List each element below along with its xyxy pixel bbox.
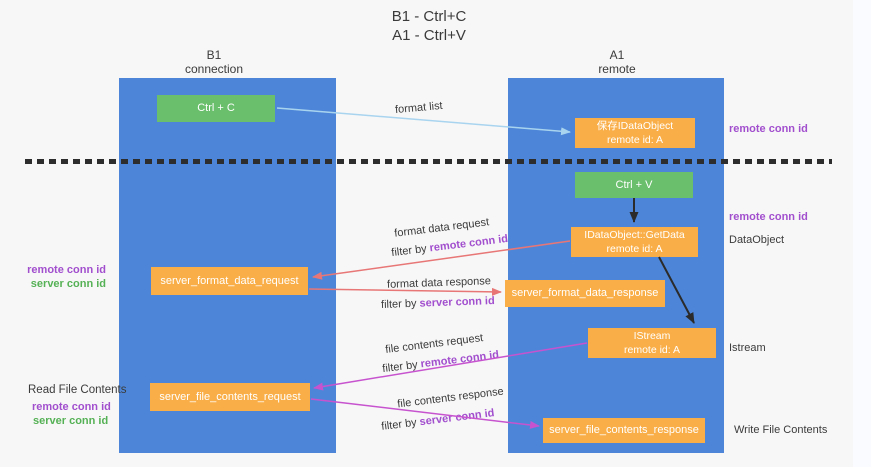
column-b1-name: B1 xyxy=(206,48,222,62)
flow-label-filter-by-server-conn-id-1: filter by server conn id xyxy=(381,295,495,311)
server-conn-id-text: server conn id xyxy=(418,407,496,429)
server-conn-id-text: server conn id xyxy=(419,295,495,310)
server-format-data-response-label: server_format_data_response xyxy=(511,287,659,299)
istream-label: IStream xyxy=(633,330,671,342)
ctrl-v-label: Ctrl + V xyxy=(615,178,653,191)
idataobject-getdata-label: IDataObject::GetData xyxy=(584,229,685,241)
server-format-data-response-box: server_format_data_response xyxy=(505,280,665,307)
remote-conn-id-label-mid-right: remote conn id xyxy=(729,211,808,223)
window-edge-strip xyxy=(853,0,871,467)
idataobject-getdata-box: IDataObject::GetData remote id: A xyxy=(571,227,698,257)
left-conn-id-block: remote conn id server conn id xyxy=(18,263,106,291)
save-idataobject-remote-id: remote id: A xyxy=(606,134,664,146)
ctrl-c-box: Ctrl + C xyxy=(157,95,275,122)
filter-by-text: filter by xyxy=(380,416,418,433)
write-file-contents-label: Write File Contents xyxy=(734,424,828,436)
filter-by-text: filter by xyxy=(390,242,428,260)
remote-conn-id-text: remote conn id xyxy=(428,232,509,255)
remote-conn-id-label-top-right: remote conn id xyxy=(729,123,808,135)
remote-conn-id-label-left-1: remote conn id xyxy=(27,264,106,276)
server-format-data-request-label: server_format_data_request xyxy=(160,274,299,287)
istream-remote-id: remote id: A xyxy=(623,344,681,356)
ctrl-c-label: Ctrl + C xyxy=(197,102,235,114)
istream-box: IStream remote id: A xyxy=(588,328,716,358)
server-format-data-request-box: server_format_data_request xyxy=(151,267,308,295)
dataobject-label: DataObject xyxy=(729,234,785,246)
save-idataobject-label: 保存IDataObject xyxy=(596,120,674,132)
server-file-contents-request-box: server_file_contents_request xyxy=(150,383,310,411)
istream-side-label: Istream xyxy=(729,342,766,354)
column-a1-role: remote xyxy=(598,62,636,76)
flow-label-format-data-response: format data response xyxy=(386,275,492,291)
title-line-1: B1 - Ctrl+C xyxy=(391,8,467,25)
filter-by-text: filter by xyxy=(381,358,419,376)
server-conn-id-label-left-2: server conn id xyxy=(33,415,109,427)
filter-by-text: filter by xyxy=(380,297,417,311)
diagram-title: B1 - Ctrl+C A1 - Ctrl+V xyxy=(344,7,514,45)
column-header-b1: B1 connection xyxy=(154,48,274,76)
column-a1-name: A1 xyxy=(609,48,625,62)
server-file-contents-response-box: server_file_contents_response xyxy=(543,418,705,443)
session-divider-dashed-line xyxy=(25,159,832,164)
server-file-contents-request-label: server_file_contents_request xyxy=(159,390,301,403)
flow-label-format-list: format list xyxy=(394,99,444,117)
ctrl-v-box: Ctrl + V xyxy=(575,172,693,198)
server-file-contents-response-label: server_file_contents_response xyxy=(549,424,699,436)
remote-conn-id-label-left-2: remote conn id xyxy=(32,401,111,413)
save-idataobject-box: 保存IDataObject remote id: A xyxy=(575,118,695,148)
remote-conn-id-text: remote conn id xyxy=(419,348,500,371)
read-file-contents-label: Read File Contents xyxy=(28,384,127,396)
server-conn-id-label-left-1: server conn id xyxy=(30,278,106,290)
flow-label-filter-by-server-conn-id-2: filter by server conn id xyxy=(381,407,495,433)
idataobject-getdata-remote-id: remote id: A xyxy=(606,243,663,255)
column-header-a1: A1 remote xyxy=(557,48,677,76)
title-line-2: A1 - Ctrl+V xyxy=(392,27,466,44)
column-b1-role: connection xyxy=(184,62,244,76)
